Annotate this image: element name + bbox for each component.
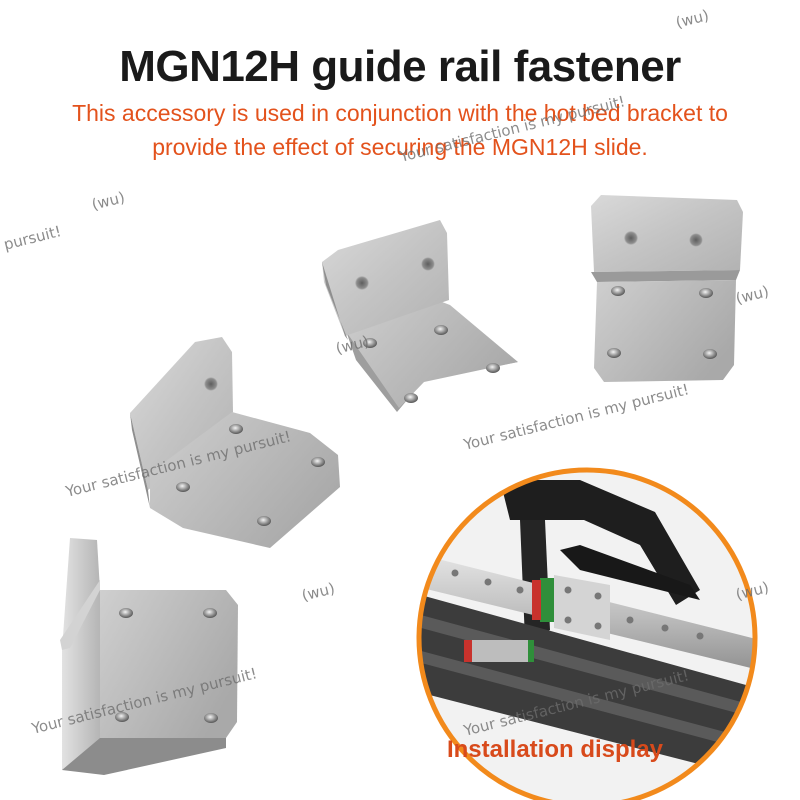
installation-label: Installation display [446, 736, 664, 763]
bracket-a [322, 220, 518, 412]
subtitle-line-2: provide the effect of securing the MGN12… [152, 134, 648, 160]
page-title: MGN12H guide rail fastener [119, 42, 681, 91]
installation-display [416, 467, 758, 800]
bracket-b [591, 195, 743, 382]
bracket-d [60, 538, 238, 775]
subtitle-line-1: This accessory is used in conjunction wi… [72, 100, 728, 126]
bracket-c [130, 337, 340, 548]
